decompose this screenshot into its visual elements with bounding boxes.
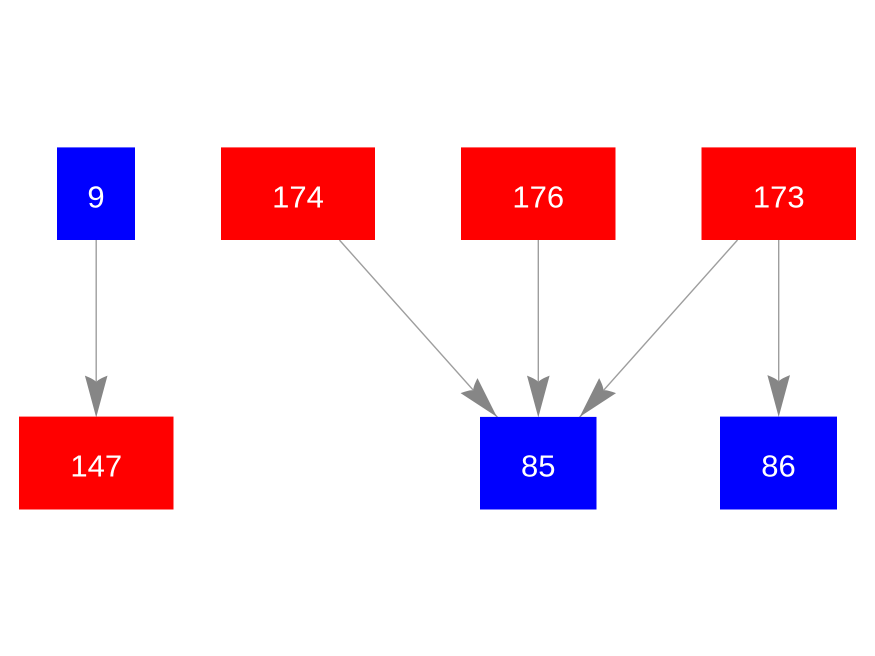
svg-text:176: 176: [512, 179, 564, 214]
svg-text:9: 9: [87, 179, 104, 214]
svg-text:147: 147: [70, 448, 122, 483]
svg-text:85: 85: [521, 448, 555, 483]
svg-text:173: 173: [753, 179, 805, 214]
svg-text:174: 174: [272, 179, 324, 214]
svg-text:86: 86: [761, 448, 795, 483]
